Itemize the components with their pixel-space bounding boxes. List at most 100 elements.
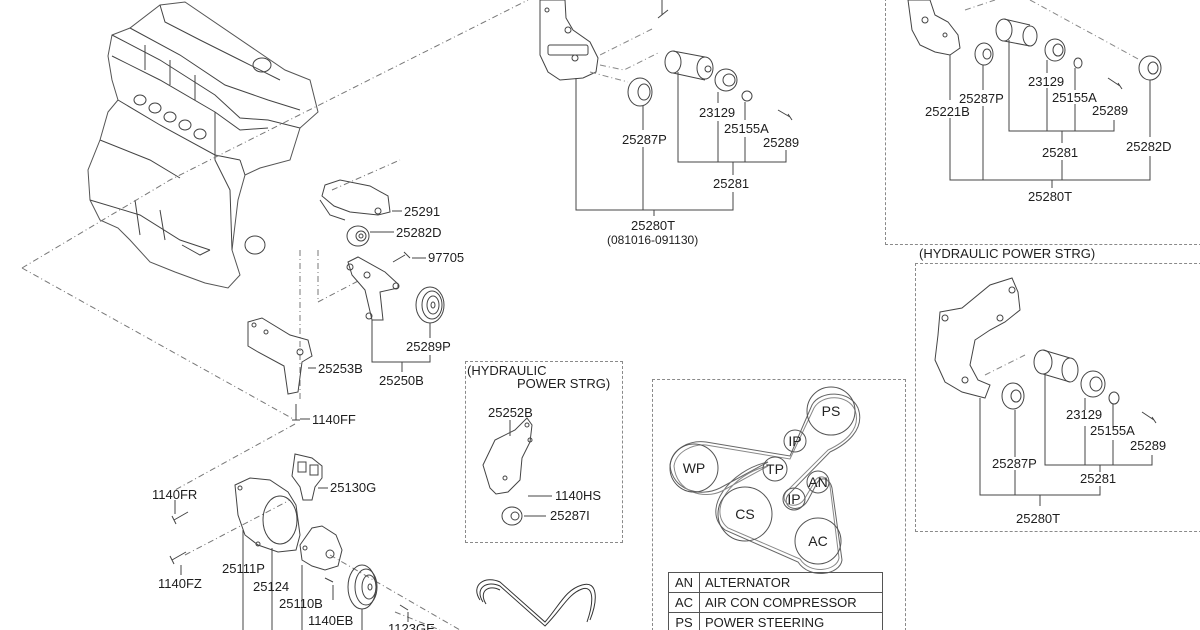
pulley-ac <box>794 517 842 565</box>
part-label-25110b: 25110B <box>279 596 323 611</box>
water-pump-25110b-illustration <box>299 525 343 571</box>
pulley-25287p-center-illustration <box>627 77 653 107</box>
legend-description: AIR CON COMPRESSOR <box>699 592 883 613</box>
pulley-wp <box>669 443 719 493</box>
washer-25155a-hydraulic-icon <box>1108 391 1120 405</box>
part-label-25250b: 25250B <box>379 373 424 388</box>
part-label-1123ge: 1123GE <box>388 621 435 630</box>
pulley-label-ip-upper: IP <box>788 433 801 449</box>
gasket-25130g-illustration <box>291 453 323 501</box>
part-label-25289p: 25289P <box>406 339 451 354</box>
pulley-water-pump-illustration <box>347 564 378 610</box>
part-label-1140fz: 1140FZ <box>158 576 202 591</box>
part-label-25287p-hydraulic: 25287P <box>992 456 1037 471</box>
part-label-25280t-hydraulic: 25280T <box>1016 511 1061 526</box>
legend-row: AC AIR CON COMPRESSOR <box>668 592 883 613</box>
belt-routing-diagram <box>669 386 861 575</box>
pulley-25287p-hydraulic-illustration <box>1001 382 1025 410</box>
water-pump-housing-illustration <box>234 477 301 553</box>
pulley-ip-lower <box>782 487 806 511</box>
engine-block-illustration <box>87 1 319 289</box>
part-label-25289-center: 25289 <box>763 135 800 150</box>
part-label-25252b: 25252B <box>488 405 533 420</box>
part-label-25124: 25124 <box>253 579 290 594</box>
part-label-25287i: 25287I <box>550 508 590 523</box>
pulley-label-an: AN <box>808 474 827 490</box>
legend-code: AN <box>668 572 700 593</box>
belt-routing-legend: AN ALTERNATOR AC AIR CON COMPRESSOR PS P… <box>668 572 883 630</box>
legend-code: PS <box>668 612 700 630</box>
part-label-25289-hydraulic: 25289 <box>1130 438 1167 453</box>
hydraulic-small-header-line2: POWER STRG) <box>517 376 611 391</box>
bracket-25253b-illustration <box>247 317 313 395</box>
part-label-23129-right: 23129 <box>1028 74 1065 89</box>
part-label-1140eb: 1140EB <box>308 613 354 628</box>
legend-row: AN ALTERNATOR <box>668 572 883 593</box>
pulley-label-ip-lower: IP <box>787 491 800 507</box>
bolt-25289-icon <box>777 109 793 121</box>
part-label-25282d-right: 25282D <box>1126 139 1172 154</box>
bolt-25289-hydraulic-icon <box>1141 411 1157 424</box>
part-label-25282d: 25282D <box>396 225 442 240</box>
pulley-an <box>806 470 830 494</box>
tensioner-bracket-right-illustration <box>907 0 961 56</box>
part-label-25155a-hydraulic: 25155A <box>1090 423 1135 438</box>
part-label-25281-hydraulic: 25281 <box>1080 471 1117 486</box>
belt-routing-pulley-labels: PS IP WP TP IP AN CS AC <box>683 403 841 549</box>
hydraulic-small-header-line1: (HYDRAULIC <box>467 363 547 378</box>
part-label-25280t-right: 25280T <box>1028 189 1073 204</box>
bracket-25250b-illustration <box>346 256 400 321</box>
pulley-cs <box>717 486 773 542</box>
bracket-25252b-illustration <box>482 417 533 495</box>
legend-code: AC <box>668 592 700 613</box>
hydraulic-right-group-box <box>915 263 1200 532</box>
belt-routing-box <box>652 379 906 630</box>
part-label-25280t-center: 25280T <box>631 218 676 233</box>
pulley-label-ac: AC <box>808 533 827 549</box>
legend-row: PS POWER STEERING <box>668 612 883 630</box>
hydraulic-small-group-box <box>465 361 623 543</box>
part-label-1140fr: 1140FR <box>152 487 198 502</box>
tensioner-bracket-center-illustration <box>539 0 599 81</box>
part-label-1140ff: 1140FF <box>312 412 356 427</box>
hydraulic-right-header: (HYDRAULIC POWER STRG) <box>919 246 1096 261</box>
part-label-25291: 25291 <box>404 204 441 219</box>
tensioner-25281-hydraulic-illustration <box>1033 349 1079 383</box>
pulley-label-cs: CS <box>735 506 754 522</box>
tensioner-25281-center-illustration <box>664 50 714 81</box>
pulley-ps <box>806 386 856 436</box>
part-label-25281-right: 25281 <box>1042 145 1079 160</box>
pulley-25287p-right-illustration <box>974 42 994 66</box>
pulley-ip-upper <box>783 429 807 453</box>
legend-description: POWER STEERING <box>699 612 883 630</box>
pulley-23129-hydraulic-illustration <box>1080 370 1106 398</box>
legend-description: ALTERNATOR <box>699 572 883 593</box>
part-label-25155a-center: 25155A <box>724 121 769 136</box>
bracket-25291-illustration <box>319 179 391 247</box>
pulley-23129-right-illustration <box>1044 38 1066 62</box>
part-label-97705: 97705 <box>428 250 465 265</box>
part-label-25281-center: 25281 <box>713 176 750 191</box>
part-label-25130g: 25130G <box>330 480 377 495</box>
part-label-25155a-right: 25155A <box>1052 90 1097 105</box>
belt-illustration <box>476 579 596 627</box>
top-right-group-box <box>885 0 1200 245</box>
part-label-25287p-center: 25287P <box>622 132 667 147</box>
part-label-23129-hydraulic: 23129 <box>1066 407 1103 422</box>
pulley-25287i-illustration <box>501 506 523 526</box>
part-label-25221b-right: 25221B <box>925 104 970 119</box>
washer-25155a-icon <box>741 90 753 102</box>
part-label-25253b: 25253B <box>318 361 363 376</box>
pulley-tp <box>762 456 788 482</box>
pulley-label-tp: TP <box>766 461 784 477</box>
part-label-25287p-right: 25287P <box>959 91 1004 106</box>
part-label-25289-right: 25289 <box>1092 103 1129 118</box>
part-label-23129-center: 23129 <box>699 105 736 120</box>
part-label-25111p: 25111P <box>222 561 265 576</box>
bolt-25289-right-icon <box>1107 77 1123 90</box>
tensioner-25281-right-illustration <box>995 18 1038 47</box>
part-label-1140hs: 1140HS <box>555 488 602 503</box>
bracket-hydraulic-right-illustration <box>934 277 1021 399</box>
